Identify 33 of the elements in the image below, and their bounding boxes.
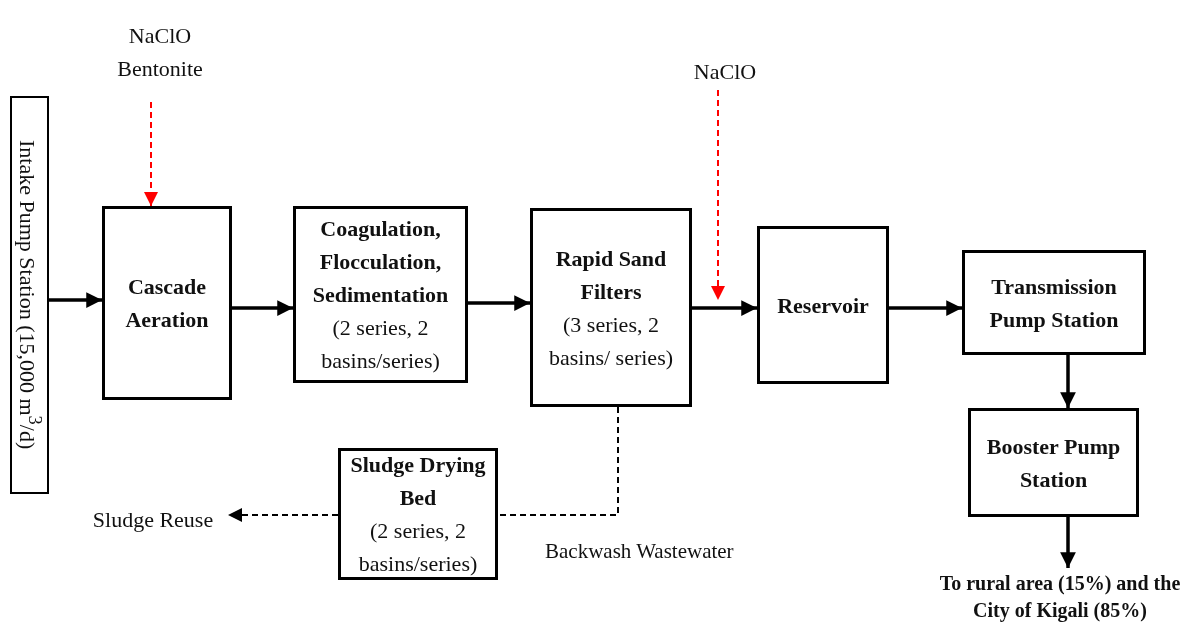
arrow	[1060, 517, 1076, 568]
process-box	[102, 206, 232, 400]
box-title: Coagulation, Flocculation, Sedimentation	[311, 215, 450, 309]
annotation-text: Sludge Reuse	[92, 505, 214, 534]
box-detail: (2 series, 2 basins/series)	[320, 314, 441, 375]
process-box	[338, 448, 498, 580]
box-detail: (3 series, 2 basins/ series)	[548, 310, 674, 372]
process-box	[530, 208, 692, 407]
arrow	[144, 101, 158, 207]
process-box	[757, 226, 889, 384]
box-detail: (2 series, 2 basins/series)	[357, 517, 479, 578]
arrow	[1060, 355, 1076, 408]
annotation-text: Backwash Wastewater	[545, 539, 734, 564]
arrow	[468, 295, 530, 311]
box-title: Cascade Aeration	[124, 273, 210, 334]
arrow	[49, 292, 102, 308]
annotation-text: NaClO	[693, 57, 757, 86]
process-box	[962, 250, 1146, 355]
arrow	[889, 300, 962, 316]
process-box	[293, 206, 468, 383]
box-title: Rapid Sand Filters	[554, 244, 668, 306]
box-title: Sludge Drying Bed	[349, 451, 487, 512]
process-box	[10, 96, 49, 494]
box-title: Transmission Pump Station	[988, 272, 1120, 334]
process-box	[968, 408, 1139, 517]
annotation-text: To rural area (15%) and the City of Kigali (85%)	[938, 571, 1182, 624]
arrow	[692, 300, 757, 316]
box-title: Reservoir	[777, 291, 869, 320]
arrow	[232, 300, 293, 316]
box-title: Booster Pump Station	[985, 432, 1122, 494]
arrow	[711, 89, 725, 301]
arrow	[227, 508, 339, 522]
annotation-text: NaClO Bentonite	[116, 22, 204, 83]
